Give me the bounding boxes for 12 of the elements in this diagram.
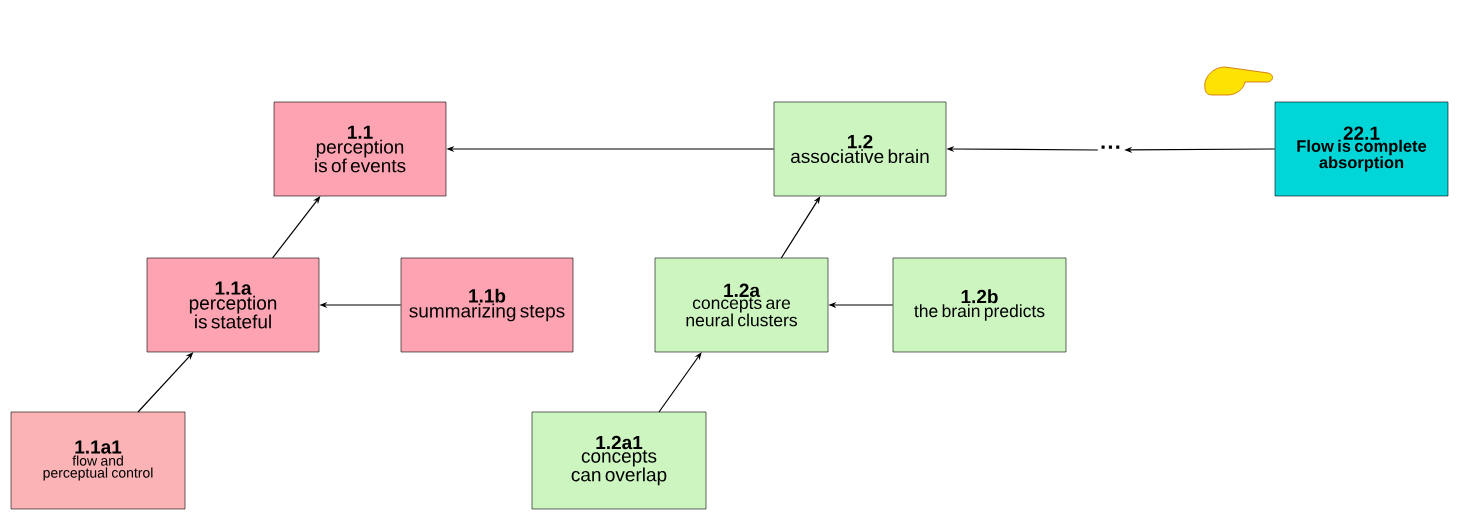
concept-box: 1.2a1 concepts can overlap: [531, 411, 707, 510]
concept-box: 1.1b summarizing steps: [400, 257, 574, 353]
arrow: [780, 196, 821, 259]
concept-box: 1.2 associative brain: [773, 101, 947, 197]
concept-box: 1.2a concepts are neural clusters: [654, 257, 829, 353]
concept-box: 22.1 Flow is complete absorption: [1274, 101, 1449, 197]
ellipsis-text: ···: [1101, 145, 1120, 149]
concept-box: 1.1a1 flow and perceptual control: [10, 411, 186, 510]
arrow: [658, 352, 702, 413]
concept-box: 1.2b the brain predicts: [892, 257, 1067, 353]
concept-box: 1.1 perception is of events: [273, 101, 447, 197]
concept-box: 1.1a perception is stateful: [146, 257, 320, 353]
